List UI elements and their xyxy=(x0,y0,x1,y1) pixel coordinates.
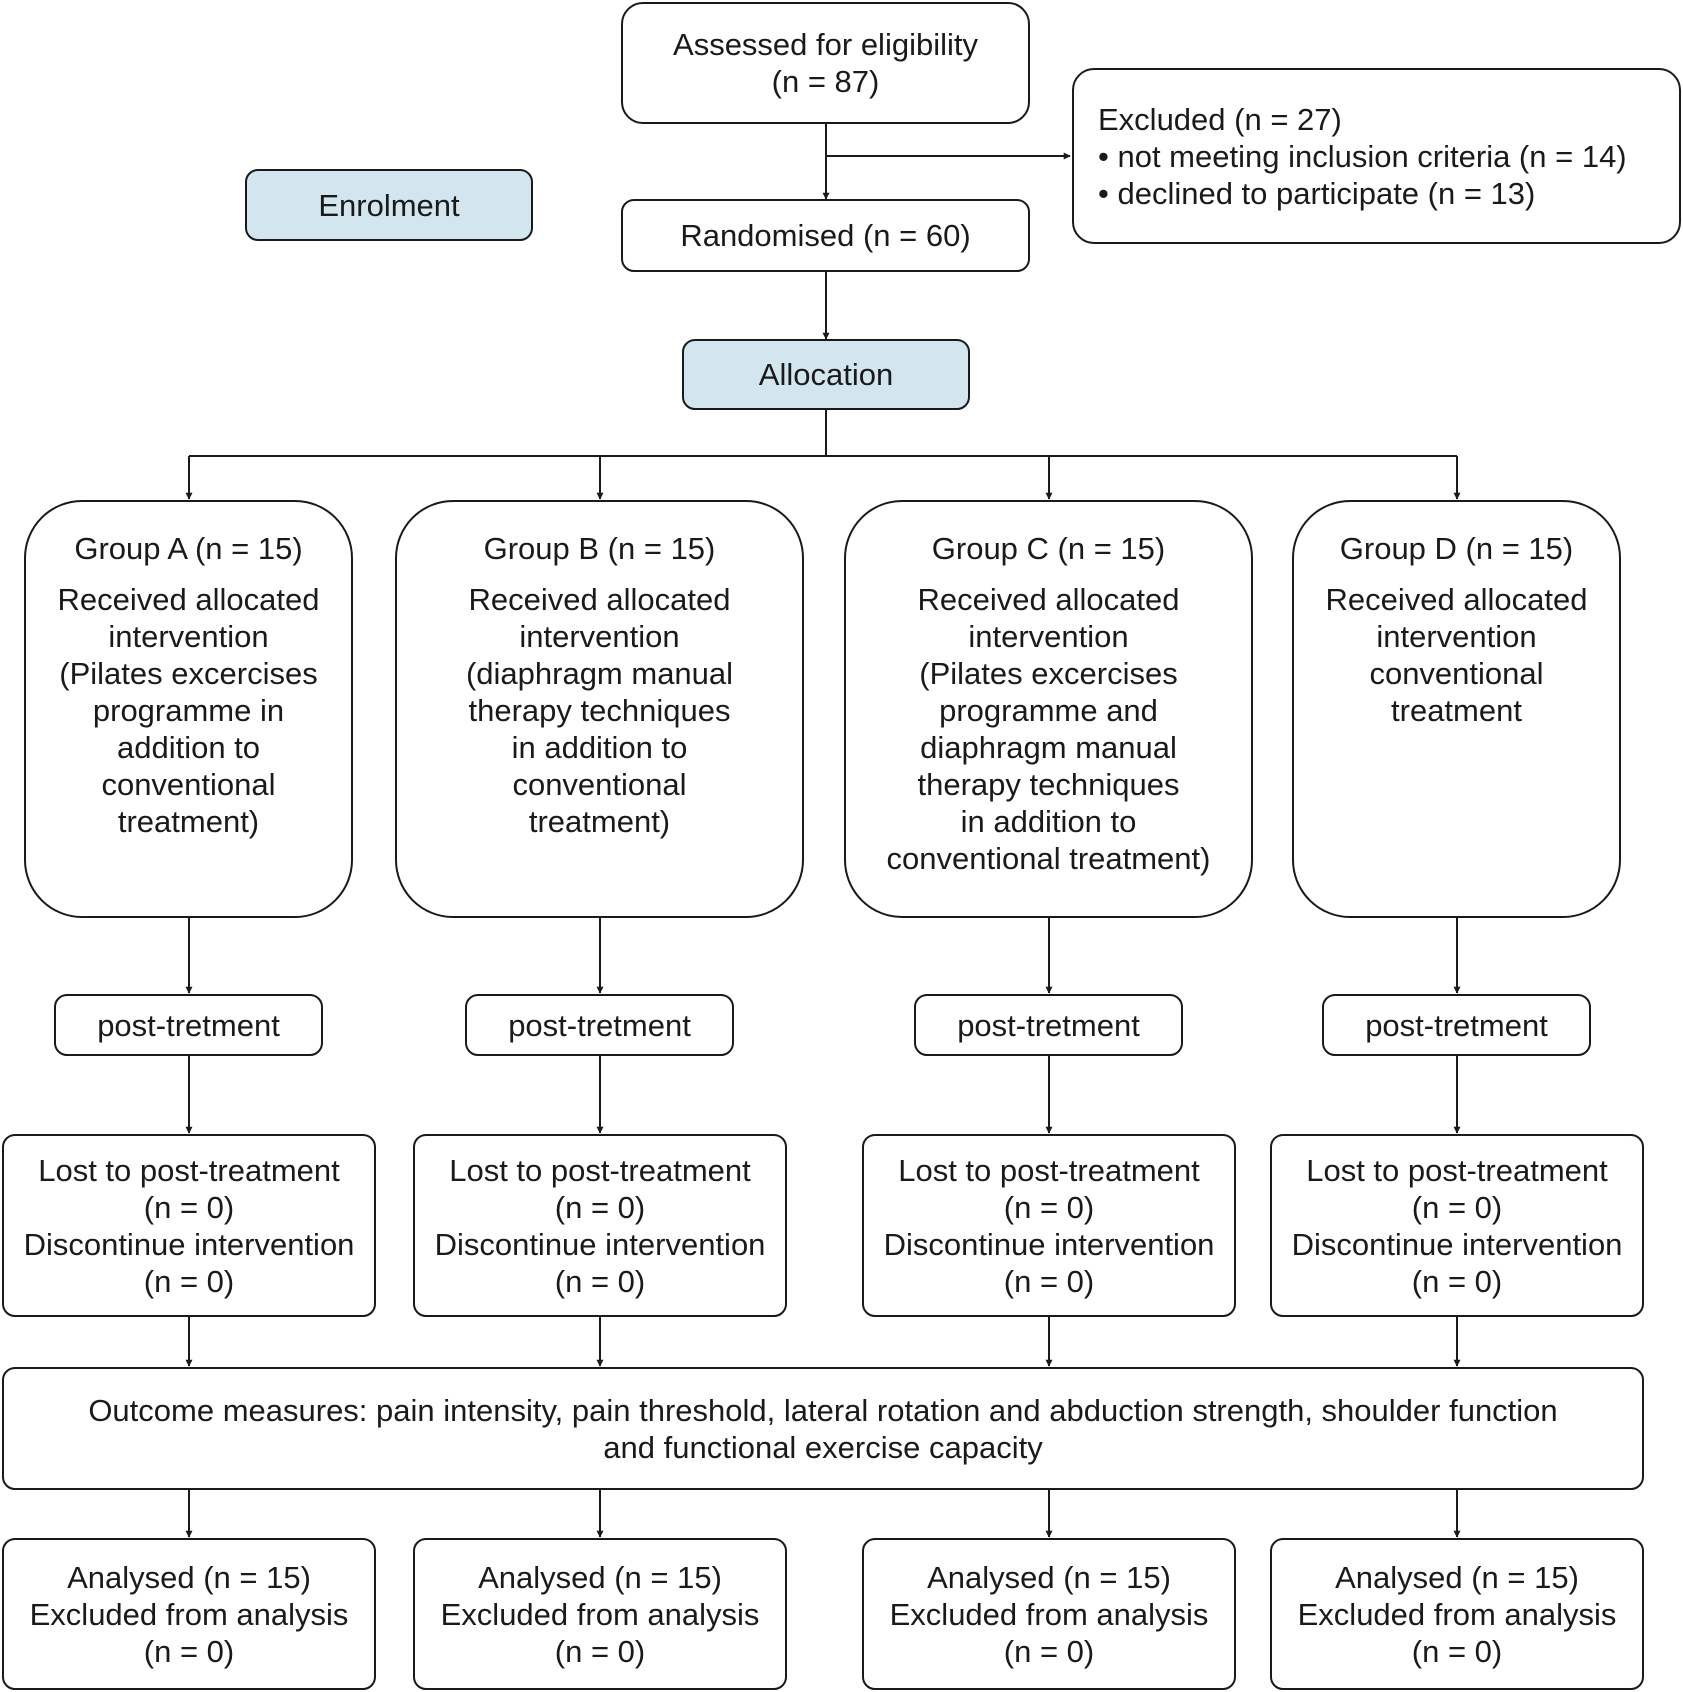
group-a-desc-line: intervention xyxy=(108,619,269,654)
excluded-line-1: Excluded (n = 27) xyxy=(1098,101,1342,137)
analysed-line: (n = 0) xyxy=(1411,1633,1503,1669)
enrolment-text: Enrolment xyxy=(318,187,460,223)
analysed-line: Analysed (n = 15) xyxy=(67,1559,311,1595)
lost-line: (n = 0) xyxy=(1411,1263,1503,1299)
lost-box-d: Lost to post-treatment (n = 0) Discontin… xyxy=(1270,1134,1644,1317)
group-c-desc-line: in addition to xyxy=(960,804,1137,839)
group-d-desc-line: intervention xyxy=(1376,619,1537,654)
analysed-box-c: Analysed (n = 15) Excluded from analysis… xyxy=(862,1538,1236,1690)
outcome-line-2: and functional exercise capacity xyxy=(603,1429,1043,1465)
group-a-desc-line: (Pilates excercises xyxy=(59,656,318,691)
lost-line: Lost to post-treatment xyxy=(38,1152,340,1188)
group-c-desc-line: diaphragm manual xyxy=(920,730,1177,765)
post-treatment-a: post-tretment xyxy=(54,994,323,1056)
post-treatment-text: post-tretment xyxy=(957,1007,1140,1043)
lost-box-c: Lost to post-treatment (n = 0) Discontin… xyxy=(862,1134,1236,1317)
group-c-title: Group C (n = 15) xyxy=(931,531,1166,566)
analysed-line: (n = 0) xyxy=(1003,1633,1095,1669)
group-b-desc-line: in addition to xyxy=(511,730,688,765)
lost-box-b: Lost to post-treatment (n = 0) Discontin… xyxy=(413,1134,787,1317)
group-a-box: Group A (n = 15) Received allocated inte… xyxy=(24,500,353,918)
analysed-box-b: Analysed (n = 15) Excluded from analysis… xyxy=(413,1538,787,1690)
lost-line: (n = 0) xyxy=(1003,1263,1095,1299)
group-a-desc-line: conventional xyxy=(101,767,276,802)
lost-line: (n = 0) xyxy=(554,1263,646,1299)
randomised-text: Randomised (n = 60) xyxy=(680,218,971,253)
lost-line: Discontinue intervention xyxy=(1291,1226,1623,1262)
group-d-desc-line: Received allocated xyxy=(1325,582,1588,617)
excluded-line-3: • declined to participate (n = 13) xyxy=(1098,175,1536,211)
analysed-line: Excluded from analysis xyxy=(889,1596,1209,1632)
group-b-desc-line: (diaphragm manual xyxy=(465,656,734,691)
lost-line: Discontinue intervention xyxy=(883,1226,1215,1262)
enrolment-label: Enrolment xyxy=(245,169,533,241)
post-treatment-text: post-tretment xyxy=(508,1007,691,1043)
group-b-desc-line: conventional xyxy=(512,767,687,802)
outcome-measures-box: Outcome measures: pain intensity, pain t… xyxy=(2,1367,1644,1490)
group-b-desc-line: Received allocated xyxy=(468,582,731,617)
group-d-desc-line: conventional xyxy=(1369,656,1544,691)
lost-line: (n = 0) xyxy=(143,1189,235,1225)
group-d-box: Group D (n = 15) Received allocated inte… xyxy=(1292,500,1621,918)
analysed-line: Analysed (n = 15) xyxy=(927,1559,1171,1595)
group-d-desc-line: treatment xyxy=(1391,693,1522,728)
group-a-desc-line: programme in xyxy=(92,693,285,728)
analysed-line: Analysed (n = 15) xyxy=(478,1559,722,1595)
group-b-box: Group B (n = 15) Received allocated inte… xyxy=(395,500,804,918)
lost-line: Lost to post-treatment xyxy=(449,1152,751,1188)
post-treatment-d: post-tretment xyxy=(1322,994,1591,1056)
assessed-line-1: Assessed for eligibility xyxy=(673,27,978,62)
analysed-line: (n = 0) xyxy=(554,1633,646,1669)
group-a-desc-line: Received allocated xyxy=(57,582,320,617)
lost-line: Discontinue intervention xyxy=(434,1226,766,1262)
lost-line: (n = 0) xyxy=(143,1263,235,1299)
group-a-desc-line: addition to xyxy=(116,730,261,765)
allocation-text: Allocation xyxy=(758,357,894,392)
group-b-title: Group B (n = 15) xyxy=(483,531,716,566)
assessed-line-2: (n = 87) xyxy=(771,64,880,99)
randomised-box: Randomised (n = 60) xyxy=(621,199,1030,272)
group-c-desc-line: conventional treatment) xyxy=(886,841,1211,876)
group-d-title: Group D (n = 15) xyxy=(1339,531,1574,566)
lost-line: Lost to post-treatment xyxy=(898,1152,1200,1188)
group-b-desc-line: therapy techniques xyxy=(468,693,731,728)
post-treatment-b: post-tretment xyxy=(465,994,734,1056)
group-c-desc-line: Received allocated xyxy=(917,582,1180,617)
analysed-box-a: Analysed (n = 15) Excluded from analysis… xyxy=(2,1538,376,1690)
analysed-line: Analysed (n = 15) xyxy=(1335,1559,1579,1595)
post-treatment-text: post-tretment xyxy=(1365,1007,1548,1043)
assessed-box: Assessed for eligibility (n = 87) xyxy=(621,2,1030,124)
analysed-line: Excluded from analysis xyxy=(440,1596,760,1632)
group-a-title: Group A (n = 15) xyxy=(74,531,303,566)
group-c-desc-line: programme and xyxy=(939,693,1158,728)
post-treatment-text: post-tretment xyxy=(97,1007,280,1043)
analysed-line: (n = 0) xyxy=(143,1633,235,1669)
excluded-box: Excluded (n = 27) • not meeting inclusio… xyxy=(1072,68,1681,244)
group-c-box: Group C (n = 15) Received allocated inte… xyxy=(844,500,1253,918)
group-c-desc-line: therapy techniques xyxy=(917,767,1180,802)
allocation-label: Allocation xyxy=(682,339,970,410)
analysed-line: Excluded from analysis xyxy=(29,1596,349,1632)
group-b-desc-line: treatment) xyxy=(528,804,671,839)
analysed-box-d: Analysed (n = 15) Excluded from analysis… xyxy=(1270,1538,1644,1690)
post-treatment-c: post-tretment xyxy=(914,994,1183,1056)
lost-line: (n = 0) xyxy=(554,1189,646,1225)
excluded-line-2: • not meeting inclusion criteria (n = 14… xyxy=(1098,138,1627,174)
outcome-line-1: Outcome measures: pain intensity, pain t… xyxy=(88,1392,1558,1428)
group-c-desc-line: (Pilates excercises xyxy=(919,656,1178,691)
lost-line: (n = 0) xyxy=(1411,1189,1503,1225)
lost-line: Lost to post-treatment xyxy=(1306,1152,1608,1188)
group-a-desc-line: treatment) xyxy=(117,804,260,839)
group-b-desc-line: intervention xyxy=(519,619,680,654)
group-c-desc-line: intervention xyxy=(968,619,1129,654)
lost-box-a: Lost to post-treatment (n = 0) Discontin… xyxy=(2,1134,376,1317)
analysed-line: Excluded from analysis xyxy=(1297,1596,1617,1632)
lost-line: (n = 0) xyxy=(1003,1189,1095,1225)
lost-line: Discontinue intervention xyxy=(23,1226,355,1262)
